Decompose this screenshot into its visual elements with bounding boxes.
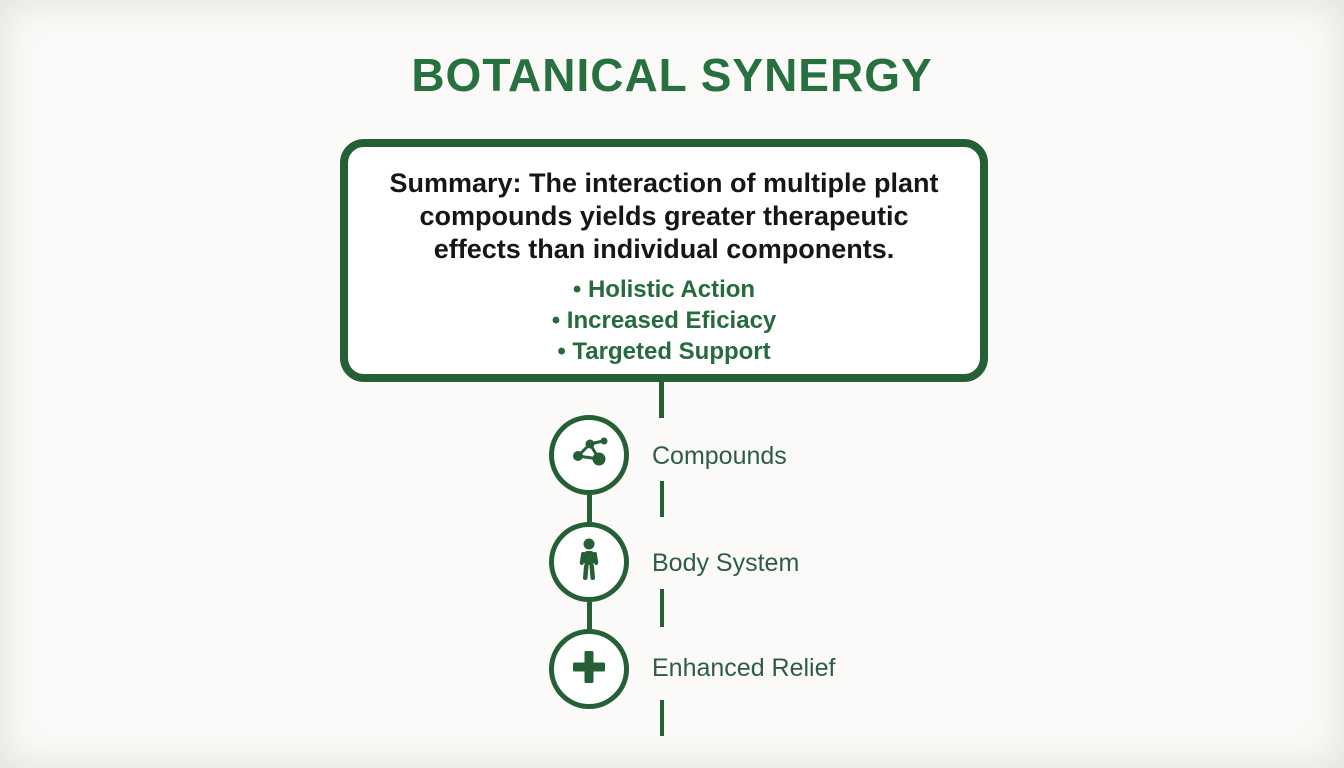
connector-line — [587, 495, 592, 522]
flow-node-compounds — [549, 415, 629, 495]
summary-text: Summary: The interaction of multiple pla… — [389, 168, 939, 264]
page-title: BOTANICAL SYNERGY — [411, 49, 933, 101]
bullet-item: • Holistic Action — [572, 276, 756, 303]
flow-node-body-system — [549, 522, 629, 602]
flow-label: Enhanced Relief — [652, 654, 836, 682]
connector-line — [587, 602, 592, 629]
connector-line — [659, 382, 664, 418]
connector-line — [660, 700, 664, 736]
connector-line — [660, 481, 664, 517]
connector-line — [660, 589, 664, 627]
bullet-item: • Increased Eficiacy — [551, 307, 777, 334]
bullet-item: • Targeted Support — [557, 338, 771, 365]
flow-label: Compounds — [652, 442, 787, 470]
flow-label: Body System — [652, 549, 800, 577]
bullet-list: • Holistic Action • Increased Eficiacy •… — [348, 274, 980, 367]
molecule-icon — [566, 430, 612, 481]
plus-icon — [568, 646, 610, 693]
summary-box: Summary: The interaction of multiple pla… — [340, 139, 988, 382]
flow-node-enhanced-relief — [549, 629, 629, 709]
person-icon — [567, 536, 611, 589]
